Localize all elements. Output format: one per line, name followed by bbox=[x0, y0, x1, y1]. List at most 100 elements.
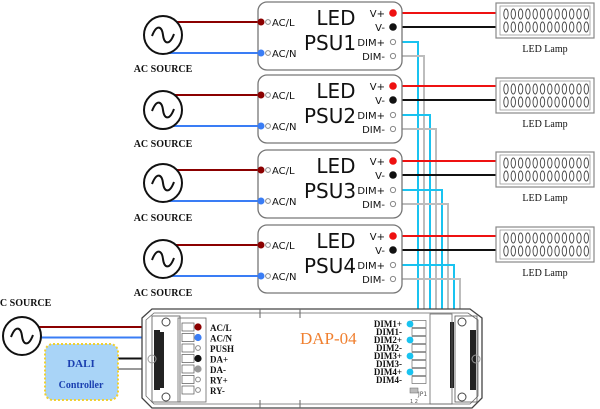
psu-label-output: V+ bbox=[370, 9, 385, 20]
dap-right-terminal-label: DIM3+ bbox=[374, 351, 402, 361]
lamp-inner bbox=[499, 80, 591, 111]
terminal-ac-l bbox=[265, 242, 271, 248]
terminal-ac-n bbox=[265, 50, 271, 56]
terminal-v-minus bbox=[389, 171, 397, 179]
led-icon bbox=[510, 157, 516, 169]
terminal-ac-n bbox=[265, 123, 271, 129]
led-icon bbox=[554, 8, 560, 20]
dap-title: DAP-04 bbox=[300, 329, 357, 348]
terminal-dot bbox=[194, 354, 202, 363]
psu-label-output: V- bbox=[375, 23, 385, 34]
jumper-label: JP1 bbox=[417, 391, 427, 398]
lamp-frame bbox=[495, 2, 595, 39]
terminal-dot bbox=[195, 345, 201, 351]
ac-source: AC SOURCE bbox=[134, 163, 193, 224]
led-icon bbox=[569, 8, 575, 20]
led-icon bbox=[554, 232, 560, 244]
terminal-v-plus bbox=[389, 82, 397, 90]
ac-source: AC SOURCE bbox=[134, 90, 193, 150]
wire-dot bbox=[257, 91, 265, 99]
sine-wave-icon bbox=[151, 101, 175, 119]
led-icon bbox=[576, 170, 582, 182]
led-icon bbox=[517, 232, 524, 244]
led-icon bbox=[576, 21, 582, 33]
terminal-v-minus bbox=[389, 246, 397, 254]
dap-left-terminal-label: PUSH bbox=[210, 344, 234, 354]
led-icon bbox=[503, 232, 509, 244]
terminal-dim-minus bbox=[389, 52, 397, 60]
led-icon bbox=[503, 170, 509, 182]
terminal-ac-n bbox=[265, 273, 271, 279]
terminal-dim-minus bbox=[389, 125, 397, 133]
led-icon bbox=[517, 245, 524, 257]
led-icon bbox=[503, 96, 509, 108]
terminal-ac-l bbox=[265, 92, 271, 98]
led-icon bbox=[517, 8, 524, 20]
jumper[interactable] bbox=[409, 387, 419, 394]
psu-box bbox=[257, 74, 403, 144]
lamp-label: LED Lamp bbox=[522, 119, 567, 130]
lamp-frame bbox=[495, 226, 595, 263]
led-icon bbox=[539, 157, 546, 169]
led-icon bbox=[561, 245, 568, 257]
led-icon bbox=[583, 8, 589, 20]
terminal-dot bbox=[194, 323, 202, 331]
terminal-slot bbox=[411, 328, 427, 336]
led-icon bbox=[532, 21, 538, 33]
psu-title-led: LED bbox=[316, 79, 355, 103]
controller-label: Controller bbox=[59, 380, 104, 391]
led-icon bbox=[561, 8, 568, 20]
psu-title-led: LED bbox=[316, 229, 355, 253]
psu-box bbox=[257, 1, 403, 71]
terminal-slot bbox=[411, 376, 427, 384]
led-icon bbox=[510, 170, 516, 182]
psu-label-output: V- bbox=[375, 96, 385, 107]
led-lamp: LED Lamp bbox=[495, 77, 595, 130]
terminal-v-minus bbox=[389, 96, 397, 104]
dap-left-terminal-label: AC/L bbox=[210, 323, 232, 333]
dali-label: DALI bbox=[67, 358, 95, 370]
ac-source: AC SOURCE bbox=[134, 15, 193, 75]
led-icon bbox=[561, 232, 568, 244]
dap-right-terminal-label: DIM2+ bbox=[374, 335, 402, 345]
terminal-dot bbox=[406, 336, 414, 344]
led-icon bbox=[532, 8, 538, 20]
wire-dot bbox=[257, 241, 265, 249]
led-icon bbox=[569, 245, 575, 257]
led-icon bbox=[539, 83, 546, 95]
led-icon bbox=[547, 232, 553, 244]
led-icon bbox=[576, 245, 582, 257]
terminal-slot bbox=[411, 344, 427, 352]
led-icon bbox=[503, 8, 509, 20]
terminal-dot bbox=[406, 368, 414, 376]
dap-left-terminal-label: RY+ bbox=[210, 376, 228, 386]
led-icon bbox=[583, 21, 589, 33]
psu-label-output: DIM- bbox=[362, 275, 385, 286]
led-icon bbox=[583, 170, 589, 182]
terminal-slot bbox=[181, 343, 195, 353]
psu-label-output: DIM+ bbox=[357, 261, 385, 272]
terminal-slot bbox=[181, 385, 195, 395]
led-icon bbox=[517, 170, 524, 182]
psu-title-name: PSU1 bbox=[304, 31, 356, 55]
psu-label-output: DIM+ bbox=[357, 186, 385, 197]
led-icon bbox=[569, 96, 575, 108]
ac-source-label: AC SOURCE bbox=[0, 298, 52, 309]
lamp-label: LED Lamp bbox=[522, 193, 567, 204]
led-icon bbox=[561, 170, 568, 182]
ac-source: AC SOURCE bbox=[0, 298, 52, 356]
led-icon bbox=[510, 83, 516, 95]
psu-label-output: V- bbox=[375, 171, 385, 182]
terminal-dim-plus bbox=[389, 261, 397, 269]
ac-source-label: AC SOURCE bbox=[134, 64, 193, 75]
psus-layer: LEDPSU1AC/LAC/NV+V-DIM+DIM-LEDPSU2AC/LAC… bbox=[257, 1, 403, 294]
psu-title-name: PSU2 bbox=[304, 104, 356, 128]
psu-label-output: DIM+ bbox=[357, 38, 385, 49]
led-icon bbox=[583, 232, 589, 244]
ac-source: AC SOURCE bbox=[134, 239, 193, 299]
terminal-slot bbox=[181, 333, 195, 342]
